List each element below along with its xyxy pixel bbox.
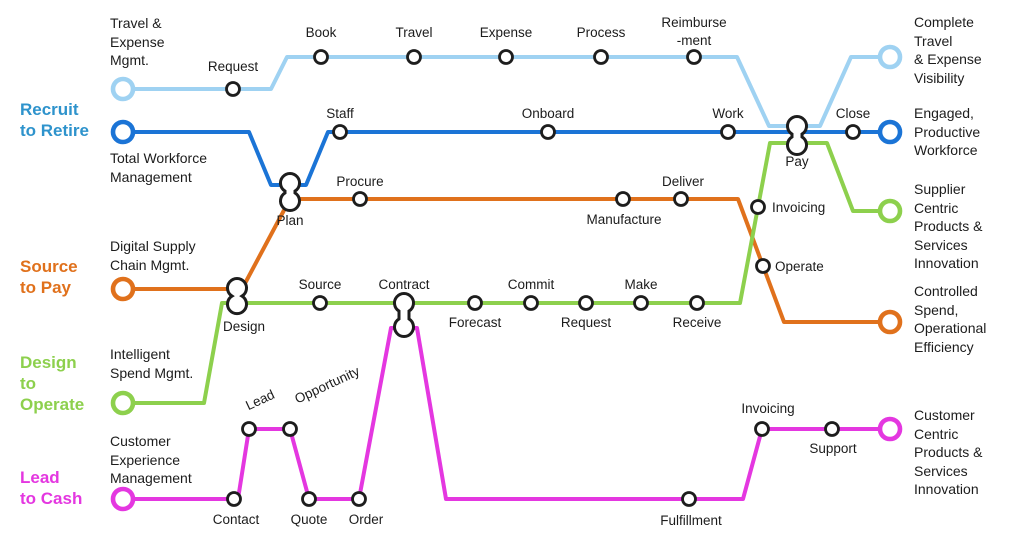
station-expense: [498, 49, 514, 65]
station-manufacture: [615, 191, 631, 207]
outcome-label-travel-expense-visibility: Complete Travel & Expense Visibility: [914, 14, 982, 86]
station-onboard: [540, 124, 556, 140]
station-label-reimburse-ment: Reimburse-ment: [661, 15, 726, 48]
station-order: [351, 491, 367, 507]
outcome-label-controlled-spend: Supplier Centric Products & Services Inn…: [914, 181, 983, 271]
system-label-travel-expense: Travel & Expense Mgmt.: [110, 15, 165, 68]
station-label-expense: Expense: [480, 25, 533, 40]
station-label-operate: Operate: [775, 259, 824, 274]
interchange-label-pay: Pay: [785, 154, 809, 169]
station-operate: [755, 258, 771, 274]
station-procure: [352, 191, 368, 207]
line-title-design-to-operate: Design to Operate: [20, 353, 85, 414]
terminal-source-to-pay-1: [877, 309, 903, 335]
station-receive: [689, 295, 705, 311]
station-label-book: Book: [306, 25, 337, 40]
outcome-label-customer-centric: Customer Centric Products & Services Inn…: [914, 407, 983, 497]
terminal-lead-to-cash-0: [110, 486, 136, 512]
terminal-recruit-to-retire-1: [877, 119, 903, 145]
station-label-quote: Quote: [291, 512, 328, 527]
station-label-forecast: Forecast: [449, 315, 502, 330]
route-line-travel-expense: [123, 55, 890, 128]
station-travel: [406, 49, 422, 65]
station-opportunity: [282, 421, 298, 437]
system-label-digital-supply-chain: Digital Supply Chain Mgmt.: [110, 238, 196, 273]
station-lead: [241, 421, 257, 437]
station-source: [312, 295, 328, 311]
station-support: [824, 421, 840, 437]
station-label-opportunity: Opportunity: [292, 363, 362, 406]
station-close: [845, 124, 861, 140]
station-label-deliver: Deliver: [662, 174, 705, 189]
line-title-recruit-to-retire: Recruit to Retire: [20, 100, 89, 140]
station-label-order: Order: [349, 512, 384, 527]
station-label-make: Make: [624, 277, 657, 292]
station-label-receive: Receive: [673, 315, 722, 330]
station-label-source: Source: [299, 277, 342, 292]
station-quote: [301, 491, 317, 507]
terminal-travel-expense-1: [877, 44, 903, 70]
station-label-process: Process: [577, 25, 626, 40]
station-label-work: Work: [712, 106, 744, 121]
system-label-intelligent-spend: Intelligent Spend Mgmt.: [110, 346, 194, 381]
line-title-lead-to-cash: Lead to Cash: [20, 468, 83, 508]
terminal-source-to-pay-0: [110, 276, 136, 302]
station-label-invoicing: Invoicing: [741, 401, 794, 416]
station-reimburse-ment: [686, 49, 702, 65]
route-line-design-to-operate: [123, 141, 890, 405]
route-line-source-to-pay: [123, 197, 890, 324]
system-label-customer-experience: Customer Experience Management: [110, 433, 192, 486]
station-make: [633, 295, 649, 311]
station-process: [593, 49, 609, 65]
station-label-procure: Procure: [336, 174, 383, 189]
station-label-manufacture: Manufacture: [586, 212, 661, 227]
station-forecast: [467, 295, 483, 311]
interchange-label-plan: Plan: [276, 213, 303, 228]
station-deliver: [673, 191, 689, 207]
interchange-contract: [393, 292, 415, 338]
station-label-onboard: Onboard: [522, 106, 575, 121]
station-contact: [226, 491, 242, 507]
interchange-label-design: Design: [223, 319, 265, 334]
line-title-source-to-pay: Source to Pay: [20, 257, 78, 297]
station-request: [578, 295, 594, 311]
station-invoicing: [750, 199, 766, 215]
terminal-design-to-operate-1: [877, 198, 903, 224]
station-commit: [523, 295, 539, 311]
station-request: [225, 81, 241, 97]
system-label-total-workforce: Total Workforce Management: [110, 150, 207, 185]
station-label-invoicing: Invoicing: [772, 200, 825, 215]
station-fulfillment: [681, 491, 697, 507]
station-staff: [332, 124, 348, 140]
station-label-fulfillment: Fulfillment: [660, 513, 722, 528]
route-line-recruit-to-retire: [123, 130, 890, 187]
terminal-design-to-operate-0: [110, 390, 136, 416]
interchange-label-contract: Contract: [378, 277, 429, 292]
terminal-recruit-to-retire-0: [110, 119, 136, 145]
station-label-lead: Lead: [243, 387, 277, 413]
station-label-staff: Staff: [326, 106, 354, 121]
outcome-label-supplier-centric: Controlled Spend, Operational Efficiency: [914, 283, 987, 355]
station-work: [720, 124, 736, 140]
terminal-lead-to-cash-1: [877, 416, 903, 442]
route-line-lead-to-cash: [123, 326, 890, 501]
station-label-close: Close: [836, 106, 871, 121]
station-label-contact: Contact: [213, 512, 260, 527]
terminal-travel-expense-0: [110, 76, 136, 102]
station-book: [313, 49, 329, 65]
station-label-travel: Travel: [395, 25, 432, 40]
outcome-label-productive-workforce: Engaged, Productive Workforce: [914, 105, 981, 158]
station-label-request: Request: [561, 315, 612, 330]
station-label-support: Support: [809, 441, 857, 456]
interchange-plan: [279, 172, 301, 212]
interchange-pay: [786, 115, 808, 156]
station-label-request: Request: [208, 59, 259, 74]
station-label-commit: Commit: [508, 277, 555, 292]
station-invoicing: [754, 421, 770, 437]
interchange-design: [226, 277, 248, 316]
